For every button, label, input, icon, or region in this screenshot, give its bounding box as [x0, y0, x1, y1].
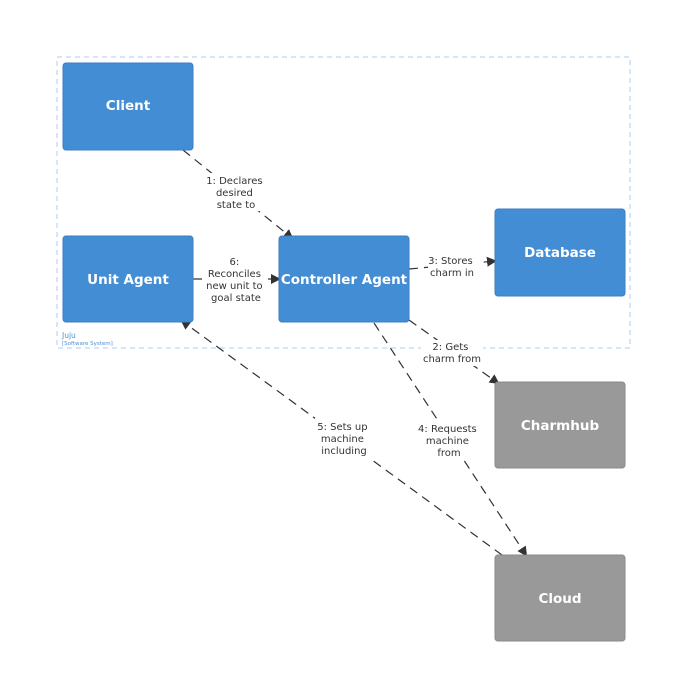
node-database-label: Database [524, 245, 596, 261]
edge-label-6: 6: Reconciles new unit to goal state [206, 254, 266, 304]
edge-controller-to-charmhub [408, 319, 500, 385]
edge-label-6-line: new unit to [206, 281, 262, 292]
edge-label-1-line: desired [216, 188, 253, 199]
svg-text:6: Reconciles new: 6: Reconciles new unit to goal state [206, 257, 266, 304]
edge-label-2: 2: Gets charm from [421, 340, 483, 366]
boundary-type: [Software System] [62, 341, 113, 347]
edge-label-3-line: charm in [430, 268, 474, 279]
edge-label-3: 3: Stores charm in [428, 253, 478, 279]
edge-label-4-line: from [437, 448, 460, 459]
edge-label-5-line: machine [321, 434, 364, 445]
boundary-name: Juju [61, 331, 76, 340]
node-client-box [62, 62, 194, 151]
edge-label-1-line: state to [217, 200, 256, 211]
node-unit-agent[interactable]: Unit Agent [62, 235, 194, 323]
edge-label-1: 1: Declares desired state to [206, 173, 266, 211]
edge-label-3-line: 3: Stores [428, 256, 473, 267]
edge-label-5-line: 5: Sets up [317, 422, 367, 433]
svg-text:4: Requests machine: 4: Requests machine from [418, 424, 480, 459]
node-charmhub-label: Charmhub [521, 418, 600, 434]
node-unit-agent-box [62, 235, 194, 323]
edge-label-5: 5: Sets up machine including [315, 418, 373, 458]
node-client-label: Client [106, 98, 151, 114]
edge-label-2-line: charm from [423, 354, 481, 365]
svg-text:1: Declares desired: 1: Declares desired state to [206, 176, 266, 211]
edge-label-4: 4: Requests machine from [416, 420, 482, 459]
node-database-box [494, 208, 626, 297]
edge-label-6-line: 6: [230, 257, 240, 268]
node-charmhub-box [494, 381, 626, 469]
edge-client-to-controller [182, 149, 294, 240]
edge-label-5-line: including [321, 446, 367, 457]
node-unit-agent-label: Unit Agent [87, 272, 169, 288]
edge-label-4-line: machine [426, 436, 469, 447]
svg-text:2: Gets charm from: 2: Gets charm from [423, 342, 481, 365]
node-charmhub[interactable]: Charmhub [494, 381, 626, 469]
node-controller-agent[interactable]: Controller Agent [278, 235, 410, 323]
node-database[interactable]: Database [494, 208, 626, 297]
node-cloud[interactable]: Cloud [494, 554, 626, 642]
svg-text:5: Sets up machine: 5: Sets up machine including [317, 422, 371, 457]
edge-label-1-line: 1: Declares [206, 176, 262, 187]
node-client[interactable]: Client [62, 62, 194, 151]
svg-text:3: Stores charm in: 3: Stores charm in [428, 256, 476, 279]
edge-label-4-line: 4: Requests [418, 424, 477, 435]
edge-label-6-line: goal state [211, 293, 261, 304]
node-cloud-box [494, 554, 626, 642]
node-cloud-label: Cloud [538, 591, 581, 607]
node-controller-agent-box [278, 235, 410, 323]
edge-label-2-line: 2: Gets [432, 342, 468, 353]
node-controller-agent-label: Controller Agent [281, 272, 408, 288]
edge-label-6-line: Reconciles [208, 269, 261, 280]
